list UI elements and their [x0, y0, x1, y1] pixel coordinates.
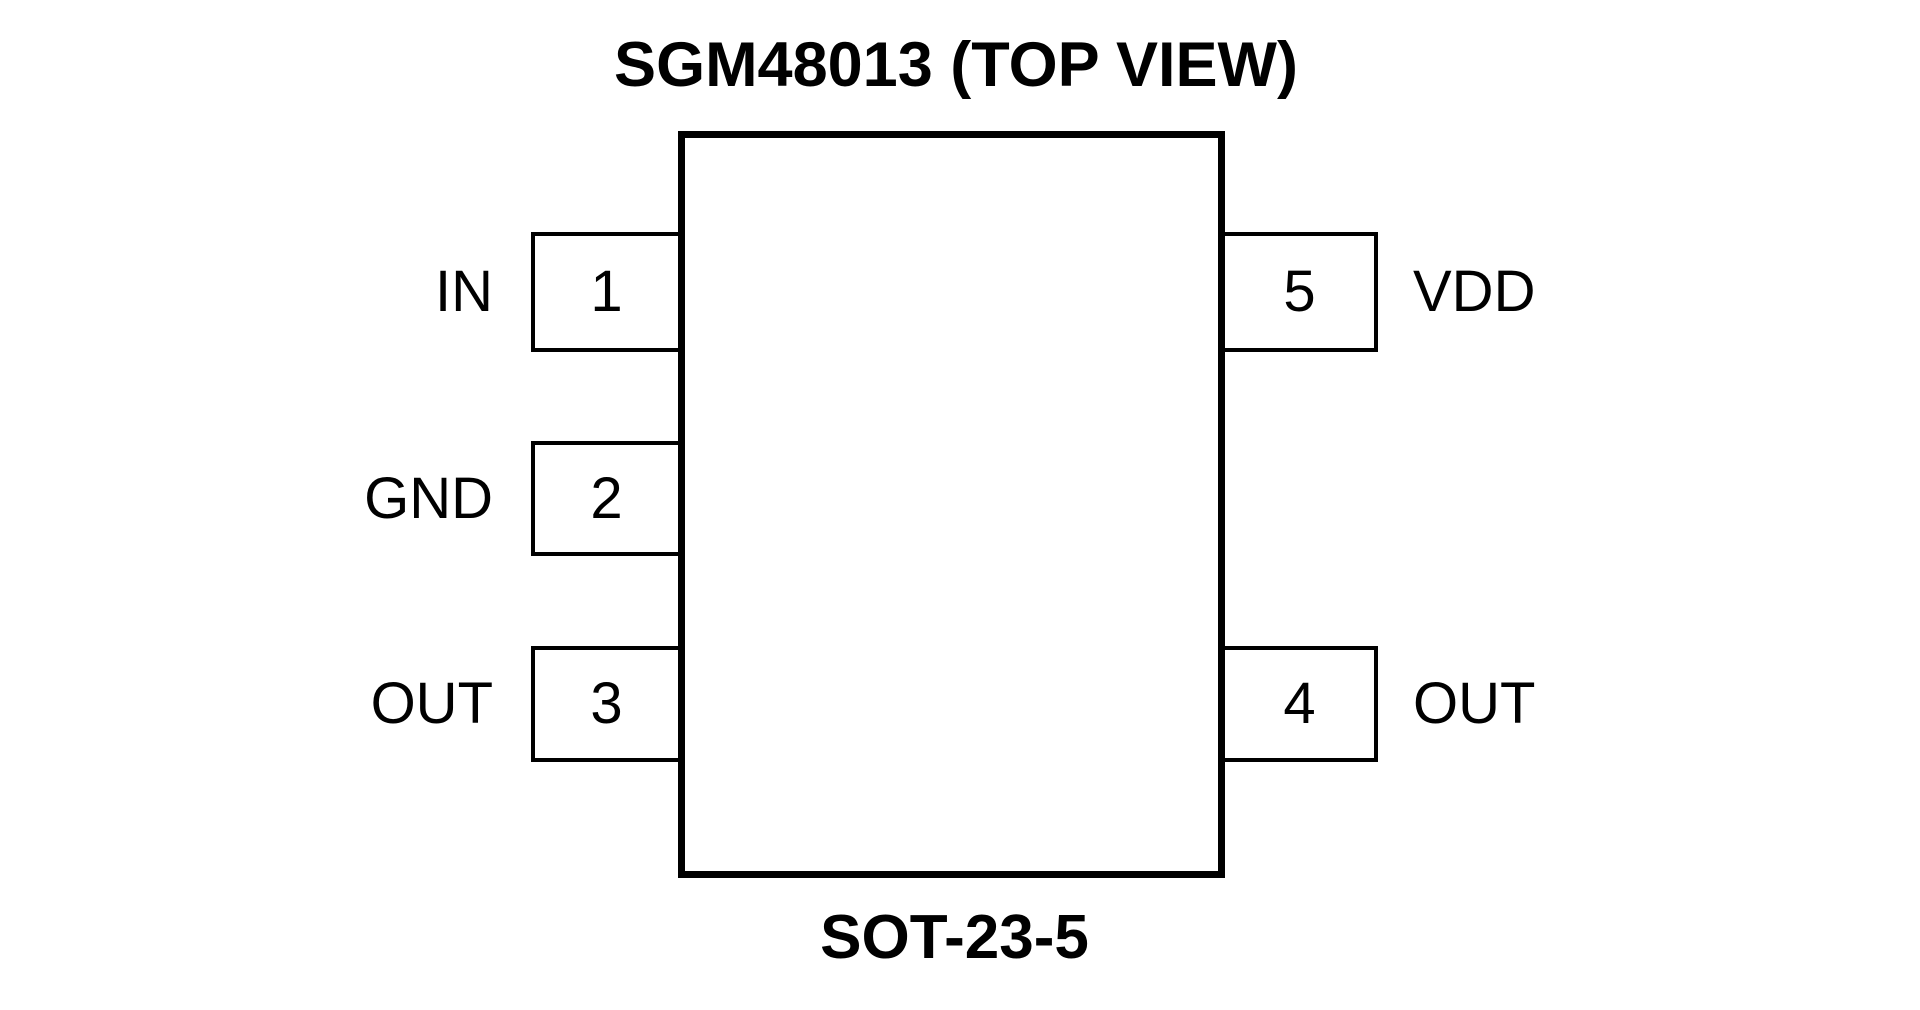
pin-number-1: 1	[590, 259, 623, 324]
pin-label-in: IN	[435, 259, 493, 324]
pin-number-5: 5	[1283, 259, 1316, 324]
pin-box-5: 5	[1225, 232, 1378, 352]
pin-label-vdd: VDD	[1413, 259, 1536, 324]
pin-label-out-right: OUT	[1413, 671, 1536, 736]
package-name-label: SOT-23-5	[820, 903, 1089, 972]
pin-number-4: 4	[1283, 671, 1316, 736]
pin-box-4: 4	[1225, 646, 1378, 762]
pin-box-1: 1	[531, 232, 678, 352]
pin-label-out-left: OUT	[370, 671, 493, 736]
pin-number-3: 3	[590, 671, 623, 736]
pin-label-gnd: GND	[364, 466, 493, 531]
pin-box-3: 3	[531, 646, 678, 762]
ic-package-body	[678, 131, 1225, 878]
diagram-title: SGM48013 (TOP VIEW)	[614, 30, 1298, 100]
pin-box-2: 2	[531, 441, 678, 556]
pin-number-2: 2	[590, 466, 623, 531]
